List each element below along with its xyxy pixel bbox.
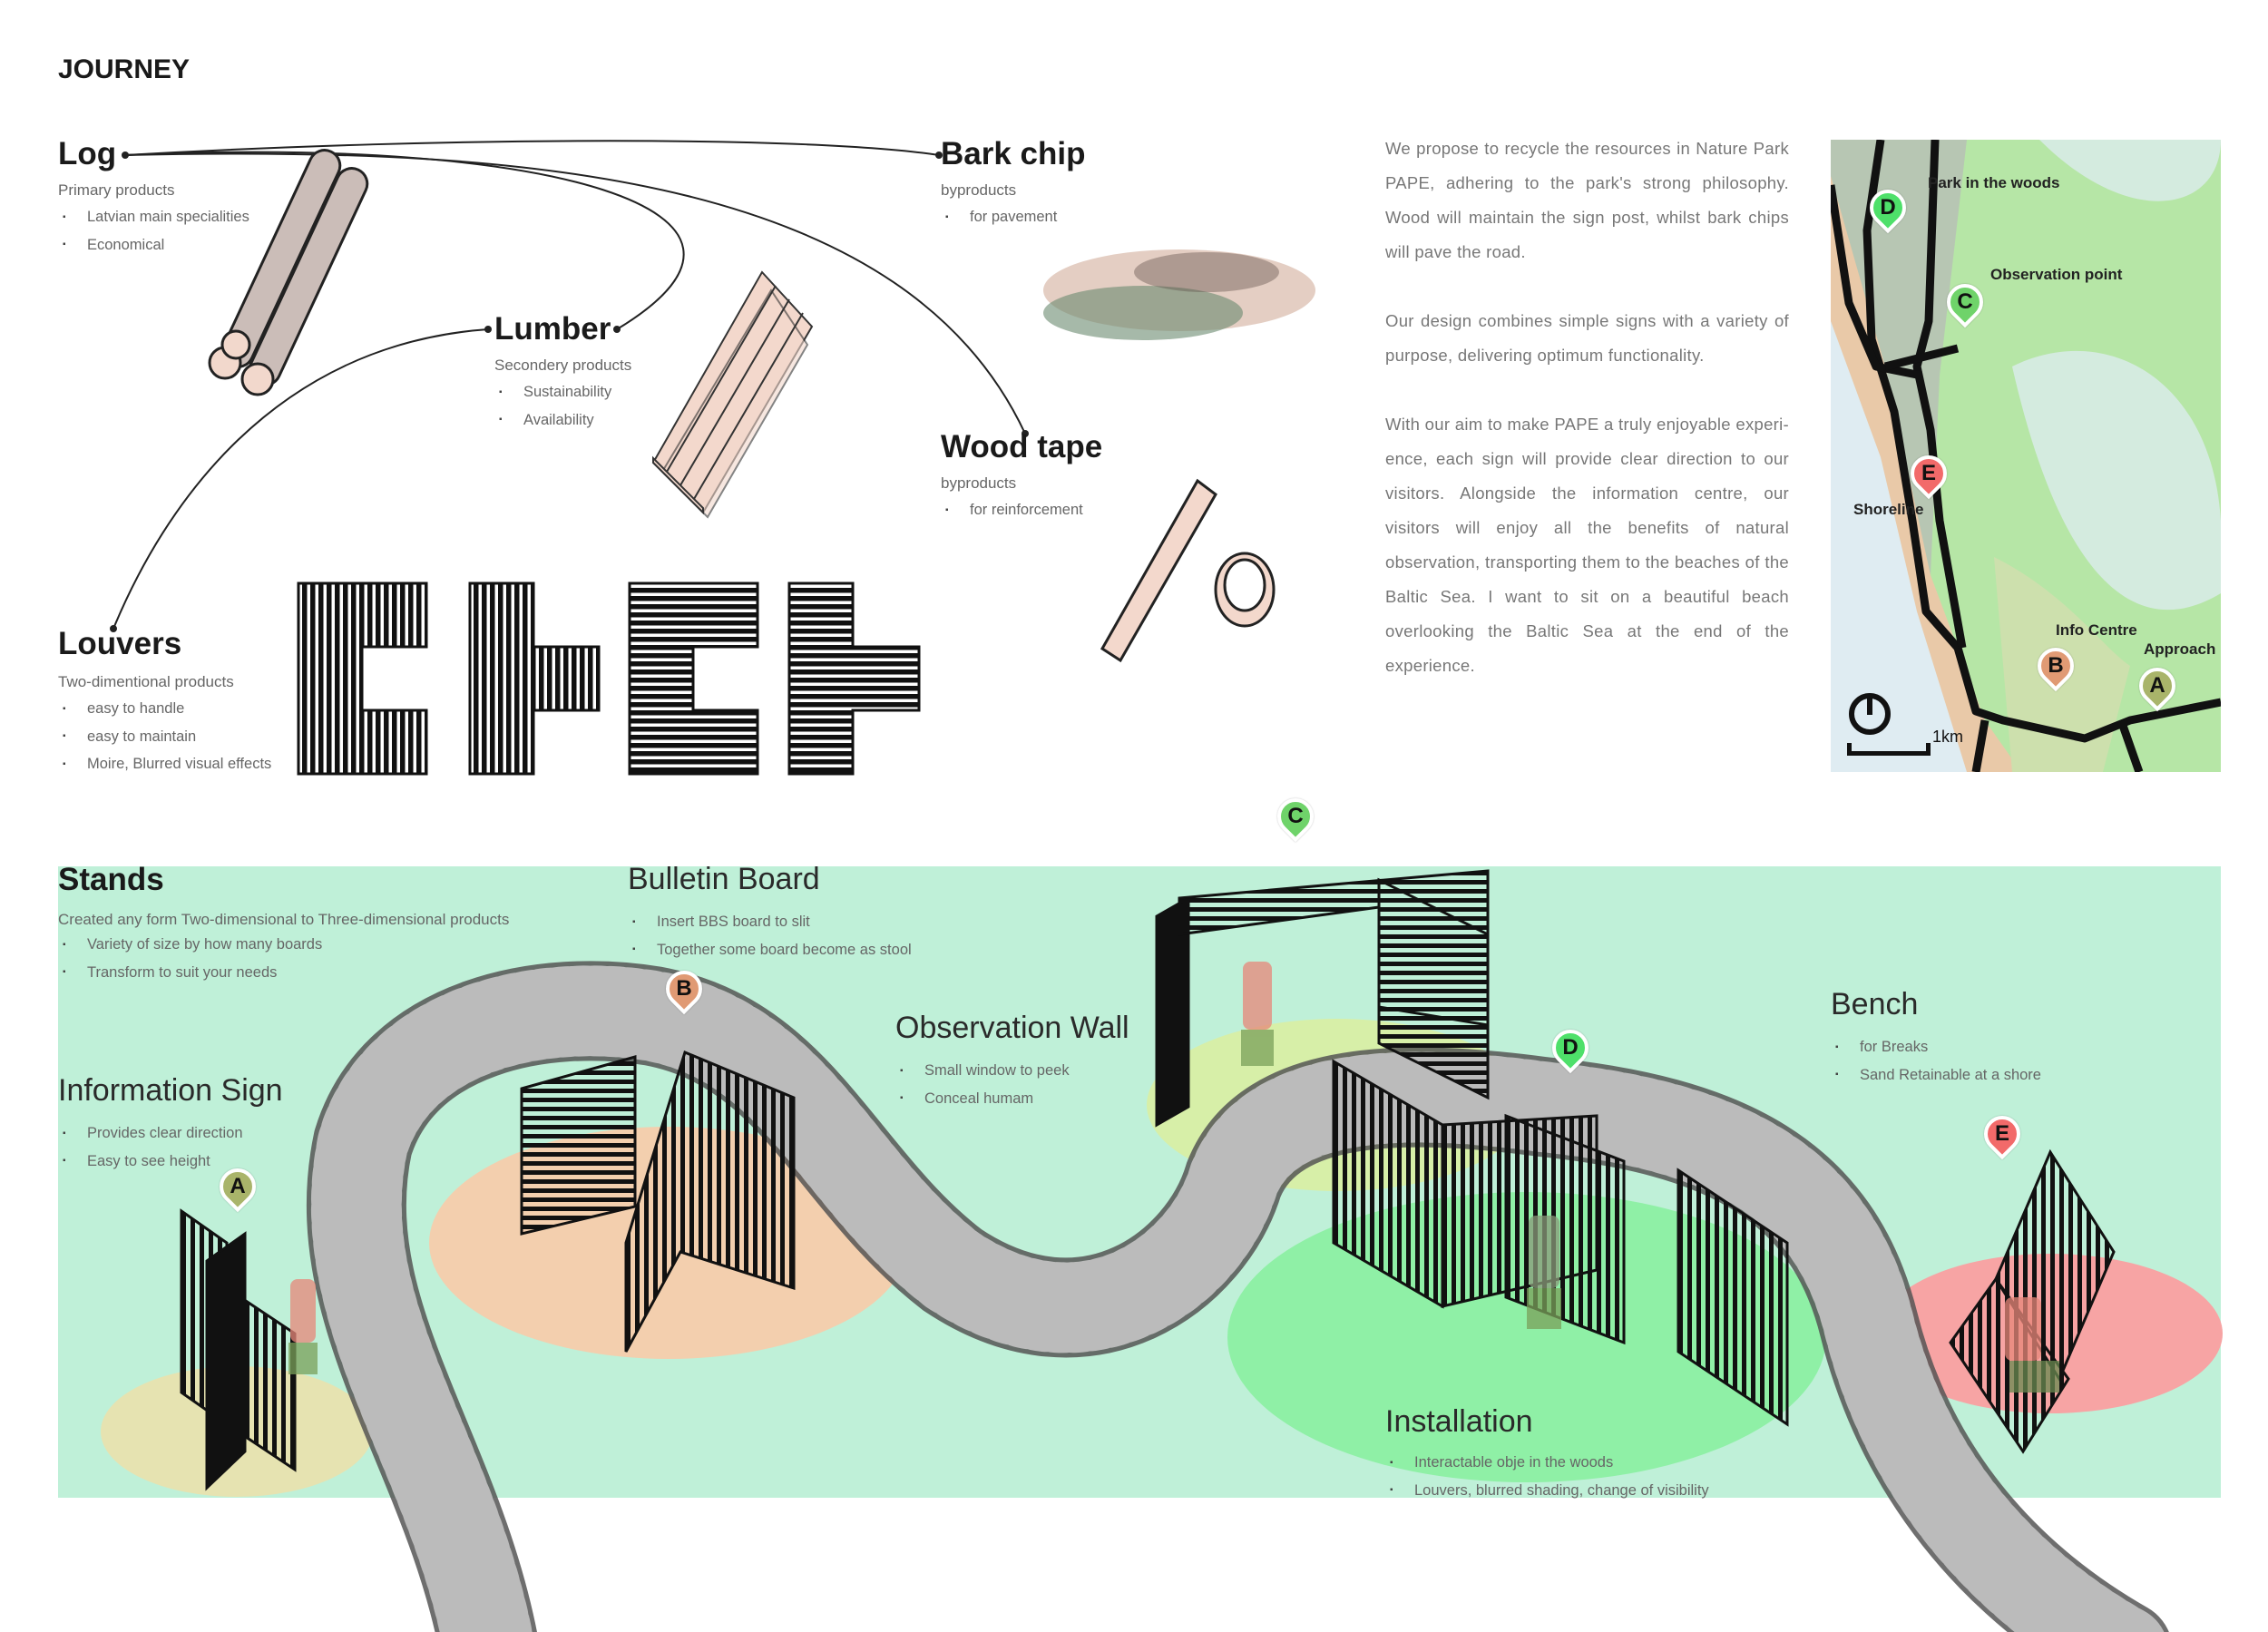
stands-title: Stands [58, 862, 164, 897]
bench-title: Bench [1831, 987, 1919, 1021]
installation-title: Installation [1385, 1404, 1533, 1439]
bullet: for pavement [941, 203, 1086, 231]
product-illustrations [208, 149, 1315, 776]
bullet: Availability [494, 406, 631, 435]
product-connectors [110, 140, 1029, 632]
product-bark-chip: Bark chip byproducts for pavement [941, 136, 1086, 231]
bullet: Sand Retainable at a shore [1831, 1061, 2041, 1090]
marker-letter: D [1562, 1035, 1579, 1060]
log-illustration [208, 149, 369, 396]
bulletin-board-title: Bulletin Board [628, 862, 820, 896]
bullet: easy to handle [58, 695, 271, 723]
bench-block: Bench for BreaksSand Retainable at a sho… [1831, 987, 2041, 1089]
bullet: Moire, Blurred visual effects [58, 750, 271, 778]
bullet: Easy to see height [58, 1148, 283, 1176]
map-label: Park in the woods [1928, 174, 2060, 191]
bullet: Sustainability [494, 378, 631, 406]
log-subtitle: Primary products [58, 181, 175, 199]
scale-bar [1847, 743, 1931, 756]
bark-chip-path [306, 961, 2169, 1632]
marker-letter: B [676, 976, 692, 1001]
installation-block: Installation Interactable obje in the wo… [1385, 1404, 1709, 1504]
bullet: for Breaks [1831, 1033, 2041, 1061]
map-graphic [1831, 140, 2221, 772]
bullet: Variety of size by how many boards [58, 931, 509, 959]
bullet: Louvers, blurred shading, change of visi… [1385, 1477, 1709, 1505]
bullet: Insert BBS board to slit [628, 908, 912, 936]
louvers-title: Louvers [58, 626, 182, 661]
map-label: Shoreline [1853, 501, 1924, 518]
description-paragraph: Our design combines simple signs with a … [1385, 311, 1789, 365]
bullet: Economical [58, 231, 249, 259]
lumber-illustration [651, 270, 814, 519]
louver-shapes [297, 581, 921, 776]
bullet: Latvian main specialities [58, 203, 249, 231]
louvers-subtitle: Two-dimentional products [58, 673, 234, 690]
marker-letter: E [1994, 1121, 2009, 1146]
bulletin-board-block: Bulletin Board Insert BBS board to slitT… [628, 862, 912, 963]
map-label: Info Centre [2056, 621, 2137, 639]
map-label: Approach [2144, 640, 2216, 658]
description-paragraph: With our aim to make PAPE a truly enjoya… [1385, 415, 1789, 675]
bullet: Small window to peek [895, 1057, 1129, 1085]
bullet: Conceal humam [895, 1085, 1129, 1113]
information-sign-block: Information Sign Provides clear directio… [58, 1073, 283, 1175]
park-map: D C E B A Park in the woods Observation … [1831, 140, 2221, 772]
description: We propose to recycle the resources in N… [1385, 132, 1789, 683]
log-title: Log [58, 136, 117, 171]
information-sign-title: Information Sign [58, 1073, 283, 1108]
page-title: JOURNEY [58, 54, 191, 84]
product-louvers: Louvers Two-dimentional products easy to… [58, 626, 271, 778]
bullet: Together some board become as stool [628, 936, 912, 964]
visitor-figures [288, 962, 2059, 1393]
stands-subtitle: Created any form Two-dimensional to Thre… [58, 911, 510, 928]
bullet: for reinforcement [941, 496, 1102, 524]
description-paragraph: We propose to recycle the resources in N… [1385, 139, 1789, 261]
bark-chip-subtitle: byproducts [941, 181, 1017, 199]
product-log: Log Primary products Latvian main specia… [58, 136, 249, 259]
bullet: Interactable obje in the woods [1385, 1449, 1709, 1477]
bullet: Transform to suit your needs [58, 959, 509, 987]
wood-tape-illustration [1100, 478, 1276, 663]
map-label: Observation point [1990, 266, 2123, 283]
lumber-title: Lumber [494, 311, 611, 347]
wood-tape-title: Wood tape [941, 429, 1103, 464]
marker-letter: C [1287, 804, 1304, 828]
bark-chip-title: Bark chip [941, 136, 1086, 171]
lumber-subtitle: Secondery products [494, 357, 632, 374]
product-lumber: Lumber Secondery products Sustainability… [494, 311, 631, 434]
bullet: Provides clear direction [58, 1119, 283, 1148]
scale-label: 1km [1932, 728, 1964, 746]
marker-letter: A [230, 1174, 246, 1198]
bark-chip-illustration [1043, 249, 1315, 340]
stands-block: Stands Created any form Two-dimensional … [58, 862, 509, 986]
product-wood-tape: Wood tape byproducts for reinforcement [941, 429, 1102, 524]
observation-wall-block: Observation Wall Small window to peekCon… [895, 1011, 1129, 1112]
north-arrow-icon [1849, 693, 1891, 735]
bullet: easy to maintain [58, 723, 271, 751]
observation-wall-title: Observation Wall [895, 1011, 1129, 1045]
wood-tape-subtitle: byproducts [941, 474, 1017, 492]
